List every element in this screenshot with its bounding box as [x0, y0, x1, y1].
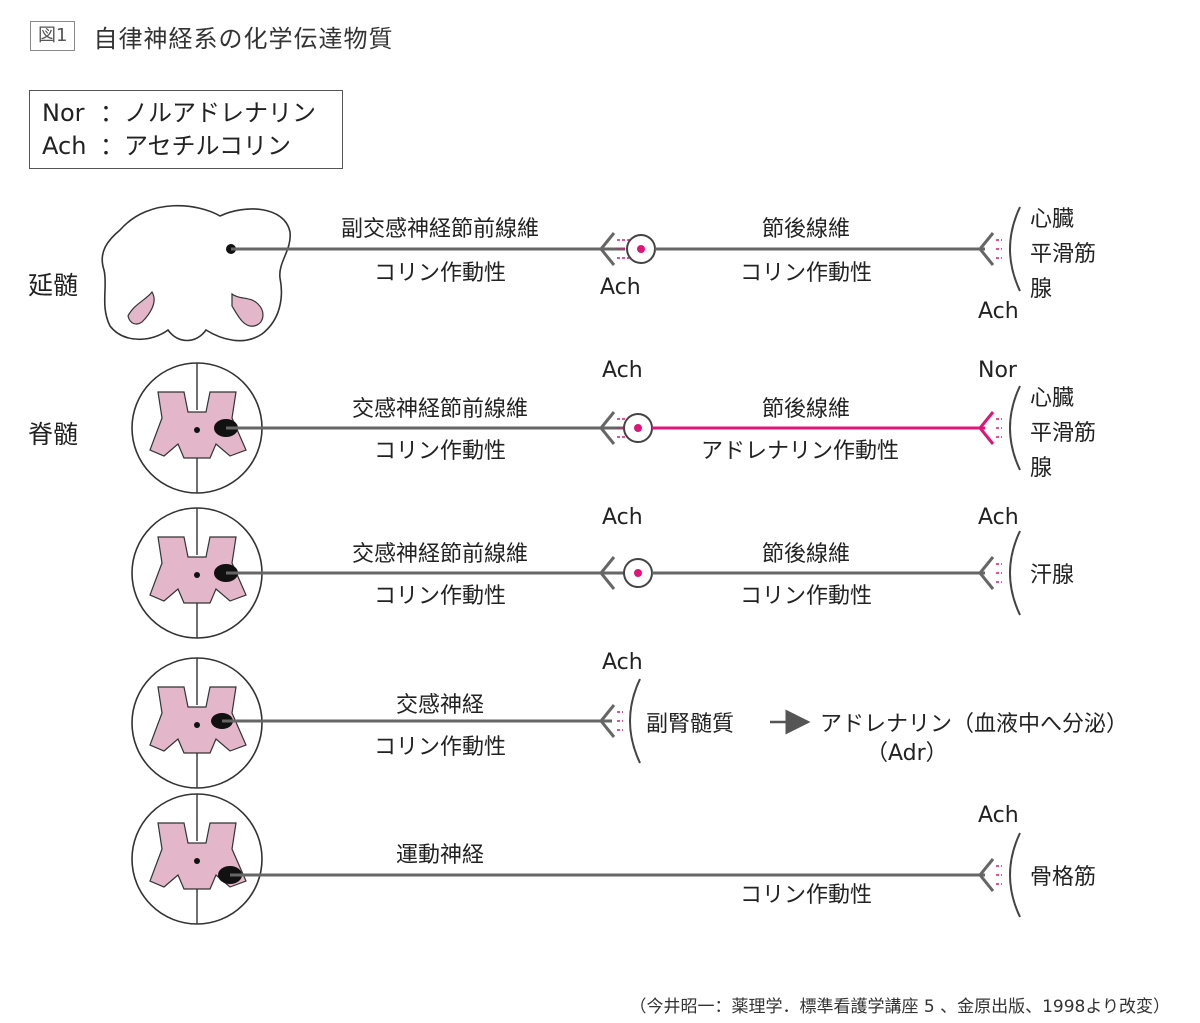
- gray-matter: [149, 686, 247, 754]
- transmitter-release: [996, 865, 1002, 885]
- target-label: 骨格筋: [1030, 865, 1096, 890]
- synapse-terminal: [978, 411, 995, 445]
- transmitter-label: Ach: [978, 505, 1019, 530]
- fiber-type-label: コリン作動性: [740, 261, 872, 286]
- fiber-type-label: コリン作動性: [374, 584, 506, 609]
- transmitter-release: [996, 418, 1002, 438]
- fiber-label: 運動神経: [396, 843, 484, 868]
- result-abbr-label: （Adr）: [866, 741, 948, 766]
- target-label: 平滑筋: [1030, 242, 1096, 267]
- figure-title: 自律神経系の化学伝達物質: [93, 24, 394, 53]
- fiber-label: 節後線維: [762, 217, 850, 242]
- fiber-type-label: コリン作動性: [374, 439, 506, 464]
- effector-membrane: [629, 678, 641, 764]
- fiber-label: 交感神経: [396, 693, 484, 718]
- origin-label: 脊髄: [28, 420, 78, 449]
- target-label: 汗腺: [1030, 563, 1074, 588]
- synapse-terminal: [599, 232, 616, 266]
- target-label: 腺: [1030, 277, 1052, 302]
- synapse-terminal: [978, 858, 995, 892]
- synapse-terminal: [599, 411, 616, 445]
- legend-item: Ach：アセチルコリン: [42, 132, 292, 160]
- row-spinal-sweat: 交感神経節前線維 コリン作動性 Ach 節後線維 コリン作動性 Ach 汗腺: [131, 505, 1074, 639]
- gray-matter: [149, 391, 247, 459]
- fiber-type-label: コリン作動性: [374, 261, 506, 286]
- synapse-terminal: [599, 704, 616, 738]
- transmitter-release: [996, 239, 1002, 259]
- legend-box: Nor：ノルアドレナリン Ach：アセチルコリン: [29, 90, 343, 169]
- synapse-terminal: [978, 232, 995, 266]
- origin-label: 延髄: [28, 271, 78, 300]
- effector-membrane: [1009, 206, 1021, 292]
- effector-membrane: [1009, 385, 1021, 471]
- transmitter-label: Ach: [600, 275, 641, 300]
- fiber-type-label: アドレナリン作動性: [701, 439, 899, 464]
- transmitter-label: Ach: [602, 650, 643, 675]
- fiber-label: 節後線維: [762, 542, 850, 567]
- target-label: 副腎髄質: [646, 712, 734, 737]
- fiber-type-label: コリン作動性: [374, 735, 506, 760]
- fiber-label: 交感神経節前線維: [352, 542, 528, 567]
- figure-header: 図1 自律神経系の化学伝達物質: [30, 16, 393, 56]
- target-label: 腺: [1030, 456, 1052, 481]
- medulla-nucleus: [127, 290, 155, 325]
- target-label: 平滑筋: [1030, 421, 1096, 446]
- ganglion-nucleus: [634, 424, 642, 432]
- transmitter-label: Ach: [978, 299, 1019, 324]
- gray-matter: [149, 536, 247, 604]
- transmitter-label: Ach: [602, 358, 643, 383]
- result-label: アドレナリン（血液中へ分泌）: [820, 712, 1128, 737]
- fiber-label: 副交感神経節前線維: [341, 217, 539, 242]
- medulla-nucleus: [231, 292, 264, 327]
- source-citation: （今井昭一：薬理学．標準看護学講座 5 、金原出版、1998より改変）: [629, 997, 1170, 1017]
- transmitter-label: Ach: [602, 505, 643, 530]
- fiber-label: 交感神経節前線維: [352, 397, 528, 422]
- row-spinal-adrenal: 交感神経 コリン作動性 Ach 副腎髄質 アドレナリン（血液中へ分泌） （Adr…: [131, 650, 1128, 789]
- ganglion-nucleus: [634, 569, 642, 577]
- legend-item: Nor：ノルアドレナリン: [42, 99, 316, 127]
- fiber-type-label: コリン作動性: [740, 584, 872, 609]
- row-spinal-sympathetic: 脊髄 交感神経節前線維 コリン作動性 Ach 節後線維 アドレナリン作動性 No…: [28, 358, 1096, 494]
- synapse-terminal: [599, 556, 616, 590]
- transmitter-label: Ach: [978, 803, 1019, 828]
- target-label: 心臓: [1030, 207, 1074, 232]
- synapse-terminal: [978, 556, 995, 590]
- effector-membrane: [1009, 832, 1021, 918]
- target-label: 心臓: [1030, 386, 1074, 411]
- effector-membrane: [1009, 530, 1021, 616]
- row-spinal-motor: 運動神経 コリン作動性 Ach 骨格筋: [131, 793, 1096, 925]
- row-medulla: 延髄 副交感神経節前線維 コリン作動性 Ach 節後線維 コリン作動性 Ach …: [28, 204, 1096, 342]
- figure-badge: 図1: [30, 21, 76, 51]
- fiber-label: 節後線維: [762, 397, 850, 422]
- transmitter-label: Nor: [978, 358, 1018, 383]
- transmitter-release: [996, 563, 1002, 583]
- transmitter-release: [617, 711, 623, 731]
- ganglion-nucleus: [637, 245, 645, 253]
- fiber-type-label: コリン作動性: [740, 883, 872, 908]
